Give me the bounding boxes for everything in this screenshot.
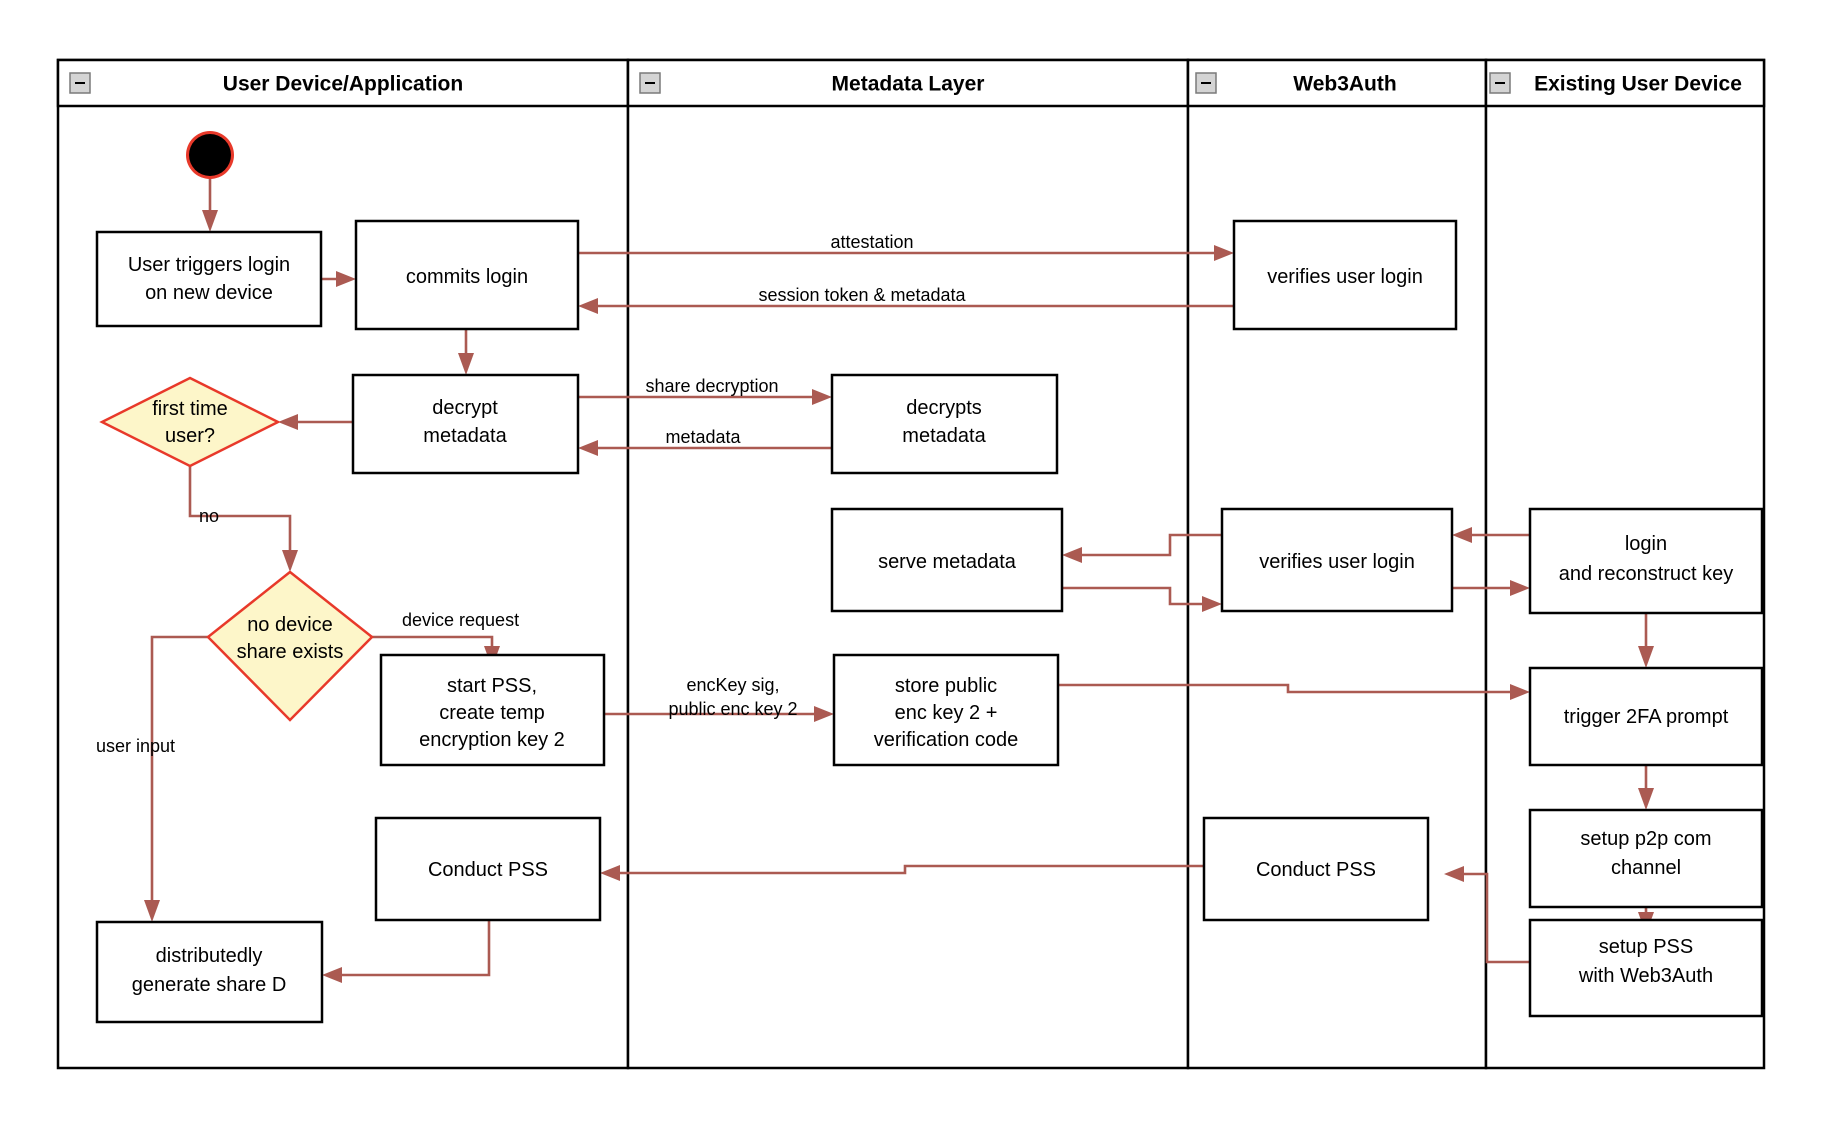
lane-title-web3auth: Web3Auth [1293,73,1396,96]
edge-verifies2-to-login-reconstruct [1452,580,1530,596]
node-text-line: store public [895,675,997,697]
edge-commits-to-verifies-attestation: attestation [578,232,1234,261]
edge-label-session-token: session token & metadata [758,285,966,305]
node-text-line: encryption key 2 [419,729,565,751]
node-text-line: setup p2p com [1580,828,1711,850]
edge-setup-pss-to-conduct-pss-web3auth [1444,866,1530,964]
node-generate-share-d[interactable]: distributedly generate share D [95,920,324,1024]
edge-login-reconstruct-to-verifies2 [1452,527,1530,543]
node-text-line: enc key 2 + [895,702,998,724]
node-text-line: setup PSS [1599,936,1694,958]
node-decrypts-metadata[interactable]: decrypts metadata [830,373,1059,475]
node-text-line: with Web3Auth [1578,965,1713,987]
node-text-line: on new device [145,282,273,304]
node-text-line: Conduct PSS [1256,859,1376,881]
node-serve-metadata[interactable]: serve metadata [830,507,1064,613]
node-text-line: metadata [423,425,507,447]
node-text-line: distributedly [156,945,263,967]
node-text-line: metadata [902,425,986,447]
node-text-line: start PSS, [447,675,537,697]
edge-label-attestation: attestation [830,232,913,252]
minus-collapse-icon[interactable] [1489,72,1511,94]
node-text-line: first time [152,398,228,420]
node-text-line: no device [247,614,333,636]
node-text-line: serve metadata [878,551,1017,573]
node-trigger-2fa-prompt[interactable]: trigger 2FA prompt [1528,666,1764,767]
edge-verifies2-to-serve-metadata [1062,533,1222,563]
edge-login-reconstruct-to-trigger-2fa [1638,613,1654,668]
node-decrypt-metadata[interactable]: decrypt metadata [351,373,580,475]
edge-decrypts-to-decrypt-metadata: metadata [578,427,832,456]
lane-title-user-device: User Device/Application [223,73,463,96]
edge-label-no: no [199,506,219,526]
node-text-line: trigger 2FA prompt [1564,706,1729,728]
edge-first-time-user-to-no-device-share: no [188,466,298,572]
node-text-line: verifies user login [1259,551,1415,573]
node-text-line: verification code [874,729,1019,751]
edge-label-device-request: device request [402,610,519,630]
node-verifies-user-login-1[interactable]: verifies user login [1232,219,1458,331]
edge-label-enckey-sig-line2: public enc key 2 [668,699,797,719]
node-verifies-user-login-2[interactable]: verifies user login [1220,507,1454,613]
edge-commits-to-decrypt [458,329,474,375]
node-text-line: user? [165,425,215,447]
node-text-line: create temp [439,702,545,724]
lane-title-metadata: Metadata Layer [832,73,985,96]
start-node [186,131,234,179]
lane-header-metadata [626,58,1190,108]
node-text-line: and reconstruct key [1559,563,1734,585]
node-setup-p2p-channel[interactable]: setup p2p com channel [1528,808,1764,909]
node-text-line: decrypts [906,397,982,419]
edge-conduct-pss-user-to-generate-share-d [322,920,491,983]
minus-collapse-icon[interactable] [69,72,91,94]
edge-no-device-share-to-generate-share-d: user input [96,635,208,922]
node-first-time-user-decision[interactable]: first time user? [99,376,281,468]
minus-collapse-icon[interactable] [639,72,661,94]
node-text-line: channel [1611,857,1681,879]
node-conduct-pss-user-device[interactable]: Conduct PSS [374,816,602,922]
lane-title-existing-device: Existing User Device [1534,73,1742,96]
edge-user-triggers-to-commits [321,271,356,287]
edge-start-pss-to-store-public-enc: encKey sig, public enc key 2 [604,675,834,722]
edge-conduct-pss-web3auth-to-conduct-pss-user [600,864,1204,881]
edge-serve-metadata-to-verifies2 [1062,586,1222,612]
node-text-line: generate share D [132,974,287,996]
edge-label-share-decryption: share decryption [645,376,778,396]
minus-collapse-icon[interactable] [1195,72,1217,94]
node-text-line: share exists [237,641,344,663]
node-text-line: login [1625,533,1667,555]
edge-label-metadata: metadata [665,427,741,447]
edge-label-enckey-sig-line1: encKey sig, [686,675,779,695]
node-setup-pss-with-web3auth[interactable]: setup PSS with Web3Auth [1528,918,1764,1018]
edge-verifies-to-commits-session-token: session token & metadata [578,285,1234,314]
node-store-public-enc-key[interactable]: store public enc key 2 + verification co… [832,653,1060,767]
edge-start-to-user-triggers [202,178,218,232]
edge-decrypt-to-first-time-user [278,414,353,430]
node-text-line: User triggers login [128,254,290,276]
node-text-line: Conduct PSS [428,859,548,881]
node-text-line: decrypt [432,397,498,419]
edge-label-user-input: user input [96,736,175,756]
node-text-line: commits login [406,266,528,288]
node-commits-login[interactable]: commits login [354,219,580,331]
lane-header-user-device [56,58,630,108]
node-conduct-pss-web3auth[interactable]: Conduct PSS [1202,816,1430,922]
edge-decrypt-to-decrypts-share: share decryption [578,376,832,405]
node-login-and-reconstruct-key[interactable]: login and reconstruct key [1528,507,1764,615]
node-no-device-share-decision[interactable]: no device share exists [206,570,374,722]
node-text-line: verifies user login [1267,266,1423,288]
node-start-pss[interactable]: start PSS, create temp encryption key 2 [379,653,606,767]
node-user-triggers-login[interactable]: User triggers login on new device [95,230,323,328]
edge-store-public-enc-to-trigger-2fa [1058,683,1530,700]
edge-trigger-2fa-to-setup-p2p [1638,765,1654,810]
lane-header-existing-device [1484,58,1766,108]
